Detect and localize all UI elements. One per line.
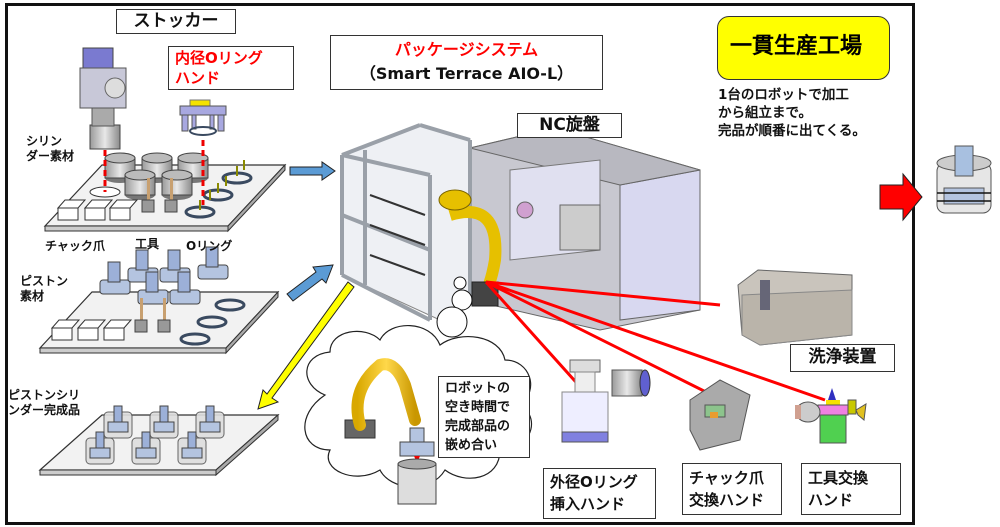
tool-holders bbox=[141, 178, 178, 213]
output-arrow bbox=[879, 172, 923, 222]
cylinder-material-label: シリン ダー素材 bbox=[26, 134, 74, 164]
o-ring-label: Oリング bbox=[186, 239, 233, 253]
flow-arrow-finished bbox=[257, 281, 355, 410]
piston-material-label: ピストン 素材 bbox=[20, 274, 68, 304]
title-badge: 一貫生産工場 bbox=[717, 16, 890, 80]
package-system-title: パッケージシステム bbox=[394, 40, 539, 59]
outer-oring-insert-hand-illustration bbox=[561, 359, 651, 443]
finished-products bbox=[85, 405, 225, 465]
outer-oring-hand-label: 外径Oリング 挿入ハンド bbox=[543, 468, 656, 519]
pointer-lines bbox=[484, 280, 826, 402]
tool-change-hand-line1: 工具交換 bbox=[808, 469, 869, 487]
title-description-line3: 完品が順番に出てくる。 bbox=[718, 123, 866, 139]
piston-tools bbox=[134, 298, 171, 333]
flow-arrow-cylinder bbox=[289, 161, 336, 181]
robot-bubble-line1: ロボットの bbox=[445, 381, 511, 396]
robot-bubble-line2: 空き時間で bbox=[445, 400, 511, 415]
package-system-subtitle: （Smart Terrace AIO-L） bbox=[359, 64, 574, 83]
piston-chuck-jaws bbox=[50, 319, 133, 341]
cylinder-hand-illustration bbox=[79, 47, 127, 150]
cylinder-material-line2: ダー素材 bbox=[26, 149, 75, 163]
chuck-jaw-change-hand-line2: 交換ハンド bbox=[689, 491, 765, 509]
package-system-illustration bbox=[340, 123, 472, 322]
tool-change-hand-illustration bbox=[795, 388, 867, 444]
nc-lathe-text: NC旋盤 bbox=[539, 115, 600, 135]
main-frame bbox=[5, 3, 915, 525]
stocker-label-text: ストッカー bbox=[133, 11, 219, 31]
chuck-jaw-change-hand-illustration bbox=[689, 379, 751, 451]
washer-label: 洗浄装置 bbox=[790, 344, 895, 372]
outer-oring-hand-line2: 挿入ハンド bbox=[550, 495, 626, 513]
nc-lathe-label: NC旋盤 bbox=[517, 113, 622, 138]
piston-material-line1: ピストン bbox=[20, 274, 69, 288]
chuck-jaw-label: チャック爪 bbox=[45, 239, 105, 253]
cylinder-blanks bbox=[89, 152, 209, 200]
washer-text: 洗浄装置 bbox=[808, 347, 877, 367]
tool-change-hand-label: 工具交換 ハンド bbox=[801, 463, 901, 515]
finished-product-line2: ンダー完成品 bbox=[8, 403, 81, 417]
chuck-jaw-change-hand-line1: チャック爪 bbox=[689, 469, 764, 487]
piston-o-rings bbox=[179, 298, 246, 346]
nc-lathe-illustration bbox=[469, 127, 701, 331]
robot-bubble-line3: 完成部品の bbox=[445, 419, 511, 434]
finished-product-label: ピストンシリ ンダー完成品 bbox=[8, 388, 80, 418]
small-robot-illustration bbox=[344, 358, 437, 505]
tool-label: 工具 bbox=[135, 237, 160, 251]
tool-change-hand-line2: ハンド bbox=[808, 491, 854, 509]
finished-product-output bbox=[936, 145, 992, 214]
package-system-shelves bbox=[369, 194, 426, 276]
inner-oring-hand-line1: 内径Oリング bbox=[175, 49, 263, 67]
robot-bubble-label: ロボットの 空き時間で 完成部品の 嵌め合い bbox=[438, 376, 530, 458]
stocker-label: ストッカー bbox=[116, 9, 236, 34]
large-robot-illustration bbox=[438, 189, 502, 307]
inner-oring-hand-illustration bbox=[179, 99, 227, 136]
piston-material-line2: 素材 bbox=[20, 289, 45, 303]
flow-arrow-piston bbox=[286, 264, 334, 302]
title-description-line2: から組立まで。 bbox=[718, 105, 812, 121]
title-description-line1: 1台のロボットで加工 bbox=[718, 87, 849, 103]
title-description: 1台のロボットで加工 から組立まで。 完品が順番に出てくる。 bbox=[718, 86, 866, 140]
inner-oring-hand-line2: ハンド bbox=[175, 69, 221, 87]
piston-blanks bbox=[99, 246, 229, 305]
robot-bubble-line4: 嵌め合い bbox=[445, 438, 498, 453]
outer-oring-hand-line1: 外径Oリング bbox=[550, 473, 638, 491]
inner-oring-hand-label: 内径Oリング ハンド bbox=[168, 46, 294, 90]
chuck-jaw-change-hand-label: チャック爪 交換ハンド bbox=[682, 463, 782, 515]
finished-product-line1: ピストンシリ bbox=[8, 388, 81, 402]
washer-illustration bbox=[737, 269, 853, 346]
title-text: 一貫生産工場 bbox=[730, 34, 863, 59]
cylinder-material-line1: シリン bbox=[26, 134, 63, 148]
chuck-jaw-blocks bbox=[56, 199, 139, 221]
package-system-label: パッケージシステム （Smart Terrace AIO-L） bbox=[330, 35, 603, 90]
